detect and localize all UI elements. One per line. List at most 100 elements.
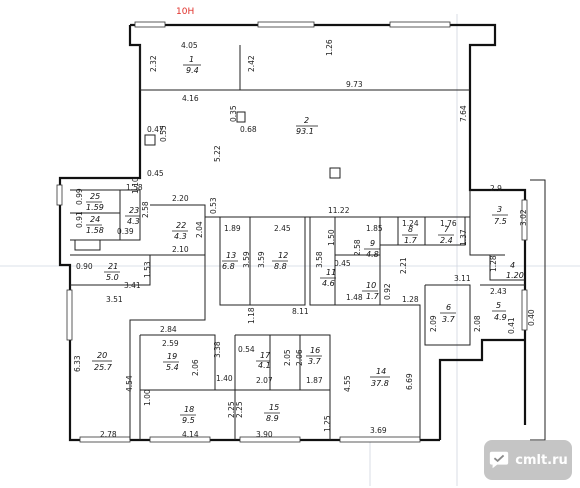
dimension-label: 3.59 <box>242 251 251 268</box>
dimension-label: 3.41 <box>124 281 141 290</box>
svg-text:2: 2 <box>304 116 309 125</box>
room-7-label: 72.4 <box>438 225 454 245</box>
dimension-label: 0.40 <box>527 309 536 326</box>
dimension-label: 0.55 <box>159 125 168 142</box>
svg-text:17: 17 <box>260 351 271 360</box>
svg-text:37.8: 37.8 <box>371 379 389 388</box>
room-8-label: 81.7 <box>402 225 418 245</box>
dimension-label: 1.37 <box>459 229 468 246</box>
dimension-label: 2.59 <box>162 339 179 348</box>
dimension-label: 2.08 <box>473 315 482 332</box>
room-16-label: 163.7 <box>306 346 322 366</box>
svg-text:3.7: 3.7 <box>308 357 322 366</box>
room-6-label: 63.7 <box>440 303 456 324</box>
dimension-label: 1.24 <box>402 219 419 228</box>
dimension-label: 2.25 <box>235 401 244 418</box>
room-17-label: 174.1 <box>256 351 271 370</box>
svg-text:6: 6 <box>446 303 451 312</box>
room-4-label: 41.20 <box>506 261 524 280</box>
dimension-label: 3.38 <box>213 341 222 358</box>
dimension-label: 0.91 <box>75 211 84 228</box>
dimension-label: 2.9 <box>490 184 502 193</box>
chat-bubble-check-icon <box>490 451 509 469</box>
svg-text:13: 13 <box>226 251 236 260</box>
dimension-label: 0.92 <box>383 283 392 300</box>
dimension-label: 2.20 <box>172 194 189 203</box>
svg-text:25: 25 <box>90 192 100 201</box>
svg-text:8.8: 8.8 <box>274 262 287 271</box>
room-11-label: 114.6 <box>320 268 336 288</box>
svg-text:7.5: 7.5 <box>494 217 507 226</box>
svg-text:12: 12 <box>278 251 288 260</box>
room-25-label: 251.59 <box>86 192 104 212</box>
watermark-logo: cmlt.ru <box>484 440 572 480</box>
svg-text:23: 23 <box>129 206 139 215</box>
svg-text:5.4: 5.4 <box>166 363 179 372</box>
dimension-label: 3.69 <box>370 426 387 435</box>
svg-text:16: 16 <box>310 346 320 355</box>
dimension-label: 2.84 <box>160 325 177 334</box>
dimension-label: 1.89 <box>224 224 241 233</box>
dimension-label: 1.40 <box>216 374 233 383</box>
svg-text:4.3: 4.3 <box>174 232 187 241</box>
dimension-label: 2.21 <box>399 257 408 274</box>
room-2-label: 293.1 <box>296 116 318 136</box>
dimension-label: 0.90 <box>76 262 93 271</box>
dimension-label: 1.25 <box>323 415 332 432</box>
svg-text:4: 4 <box>510 261 515 270</box>
dimension-label: 4.16 <box>182 94 199 103</box>
svg-text:1.20: 1.20 <box>506 271 524 280</box>
svg-text:19: 19 <box>167 352 177 361</box>
watermark-text: cmlt.ru <box>515 452 568 468</box>
room-12-label: 128.8 <box>272 251 288 271</box>
dimension-label: 1.28 <box>489 255 498 272</box>
dimension-label: 3.58 <box>315 251 324 268</box>
svg-text:4.3: 4.3 <box>127 217 140 226</box>
dimension-label: 4.05 <box>181 41 198 50</box>
svg-text:20: 20 <box>97 351 107 360</box>
room-labels: 19.4 293.1 37.5 41.20 54.9 63.7 72.4 81.… <box>86 55 524 425</box>
dimension-label: 2.06 <box>295 349 304 366</box>
svg-text:1: 1 <box>189 55 194 64</box>
dimension-label: 2.42 <box>247 55 256 72</box>
dimension-label: 2.06 <box>191 359 200 376</box>
svg-text:5.0: 5.0 <box>106 273 119 282</box>
svg-text:1.59: 1.59 <box>86 203 104 212</box>
room-22-label: 224.3 <box>172 221 188 241</box>
dimension-label: 2.10 <box>172 245 189 254</box>
svg-text:6.8: 6.8 <box>222 262 235 271</box>
dimension-label: 0.47 <box>147 125 164 134</box>
dimension-label: 8.11 <box>292 307 309 316</box>
svg-text:21: 21 <box>108 262 118 271</box>
svg-text:3: 3 <box>497 205 502 214</box>
dimension-label: 1.26 <box>325 39 334 56</box>
dimension-label: 1.87 <box>306 376 323 385</box>
svg-text:22: 22 <box>176 221 186 230</box>
dimension-label: 1.18 <box>247 307 256 324</box>
dimension-label: 0.99 <box>75 188 84 205</box>
svg-text:15: 15 <box>269 403 279 412</box>
dimension-label: 2.05 <box>283 349 292 366</box>
svg-text:3.7: 3.7 <box>442 315 456 324</box>
room-18-label: 189.5 <box>180 405 196 425</box>
dimension-label: 0.45 <box>334 259 351 268</box>
svg-text:9: 9 <box>370 239 375 248</box>
svg-text:1.58: 1.58 <box>86 226 104 235</box>
svg-text:10: 10 <box>366 281 376 290</box>
dimension-label: 9.73 <box>346 80 363 89</box>
room-9-label: 94.8 <box>364 239 380 259</box>
dimension-label: 2.43 <box>490 287 507 296</box>
dimension-label: 0.35 <box>229 105 238 122</box>
dimension-label: 0.45 <box>147 169 164 178</box>
svg-text:2.4: 2.4 <box>440 236 453 245</box>
svg-text:5: 5 <box>496 301 501 310</box>
dimension-label: 1.58 <box>126 183 143 192</box>
dimension-label: 2.78 <box>100 430 117 439</box>
dimension-label: 3.59 <box>257 251 266 268</box>
room-19-label: 195.4 <box>163 352 179 372</box>
svg-text:7: 7 <box>444 225 450 234</box>
svg-text:4.1: 4.1 <box>258 361 271 370</box>
dimension-label: 1.10 <box>131 177 140 194</box>
